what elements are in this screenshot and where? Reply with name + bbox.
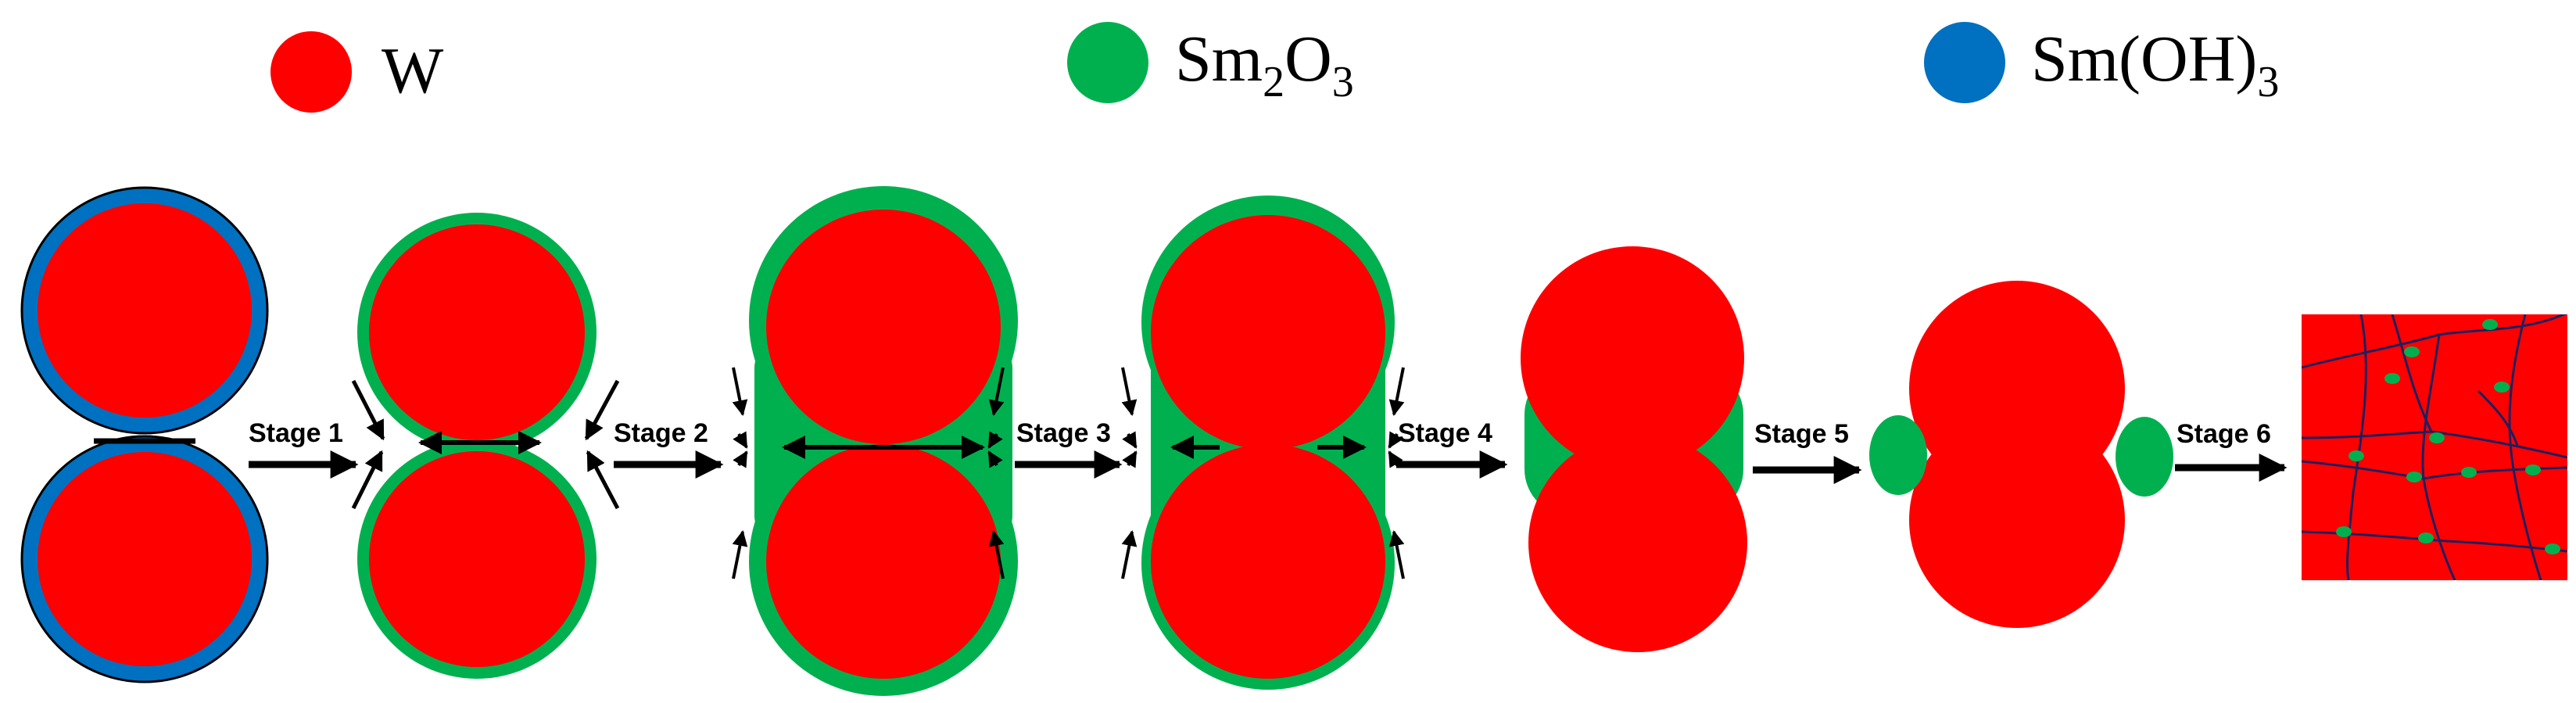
state-stage-1 — [351, 213, 620, 679]
stage-6-transition: Stage 6 — [2175, 419, 2288, 482]
w-particle-top — [1521, 246, 1744, 470]
legend: W Sm2O3 Sm(OH)3 — [270, 22, 2279, 113]
compression-arrow — [586, 450, 620, 510]
stage-1-label: Stage 1 — [249, 418, 343, 448]
state-stage-4 — [1521, 246, 1747, 652]
stage-3-transition: Stage 3 — [1015, 418, 1123, 479]
stage-2-label: Stage 2 — [614, 418, 708, 448]
stage-4-label: Stage 4 — [1398, 418, 1492, 448]
stage-5-transition: Stage 5 — [1753, 419, 1862, 484]
w-particle-bottom — [1528, 433, 1747, 652]
legend-sm2o3-swatch — [1067, 22, 1148, 103]
stage-2-transition: Stage 2 — [614, 418, 724, 479]
stage-5-label: Stage 5 — [1754, 419, 1849, 449]
sm2o3-particles — [2336, 319, 2560, 554]
state-stage-6-microstructure — [2302, 314, 2567, 580]
compression-arrow — [351, 379, 385, 441]
w-particle-bottom — [369, 451, 585, 667]
legend-w-swatch — [270, 31, 352, 113]
legend-w-label: W — [382, 34, 444, 107]
sm2o3-precipitate-right — [2116, 417, 2173, 497]
compression-arrow — [351, 450, 384, 510]
stage-1-transition: Stage 1 — [249, 418, 359, 479]
legend-sm2o3-label: Sm2O3 — [1175, 23, 1354, 106]
stage-4-transition: Stage 4 — [1396, 418, 1508, 479]
stage-6-label: Stage 6 — [2177, 419, 2271, 449]
state-initial — [20, 186, 269, 683]
w-particle-top — [369, 224, 585, 440]
w-particle-bottom — [766, 444, 1001, 679]
sm2o3-precipitate-left — [1869, 415, 1927, 495]
legend-smoh3-swatch — [1924, 22, 2005, 103]
state-stage-2 — [732, 186, 1018, 696]
compression-arrow — [584, 379, 620, 441]
legend-smoh3-label: Sm(OH)3 — [2031, 23, 2279, 106]
w-particle-bottom — [1151, 444, 1385, 679]
state-stage-3 — [1121, 195, 1405, 690]
state-stage-5 — [1869, 281, 2173, 628]
w-grain-bottom — [1909, 412, 2125, 628]
w-particle-top — [1151, 215, 1385, 450]
stage-3-label: Stage 3 — [1016, 418, 1111, 448]
w-particle-top — [766, 210, 1001, 444]
